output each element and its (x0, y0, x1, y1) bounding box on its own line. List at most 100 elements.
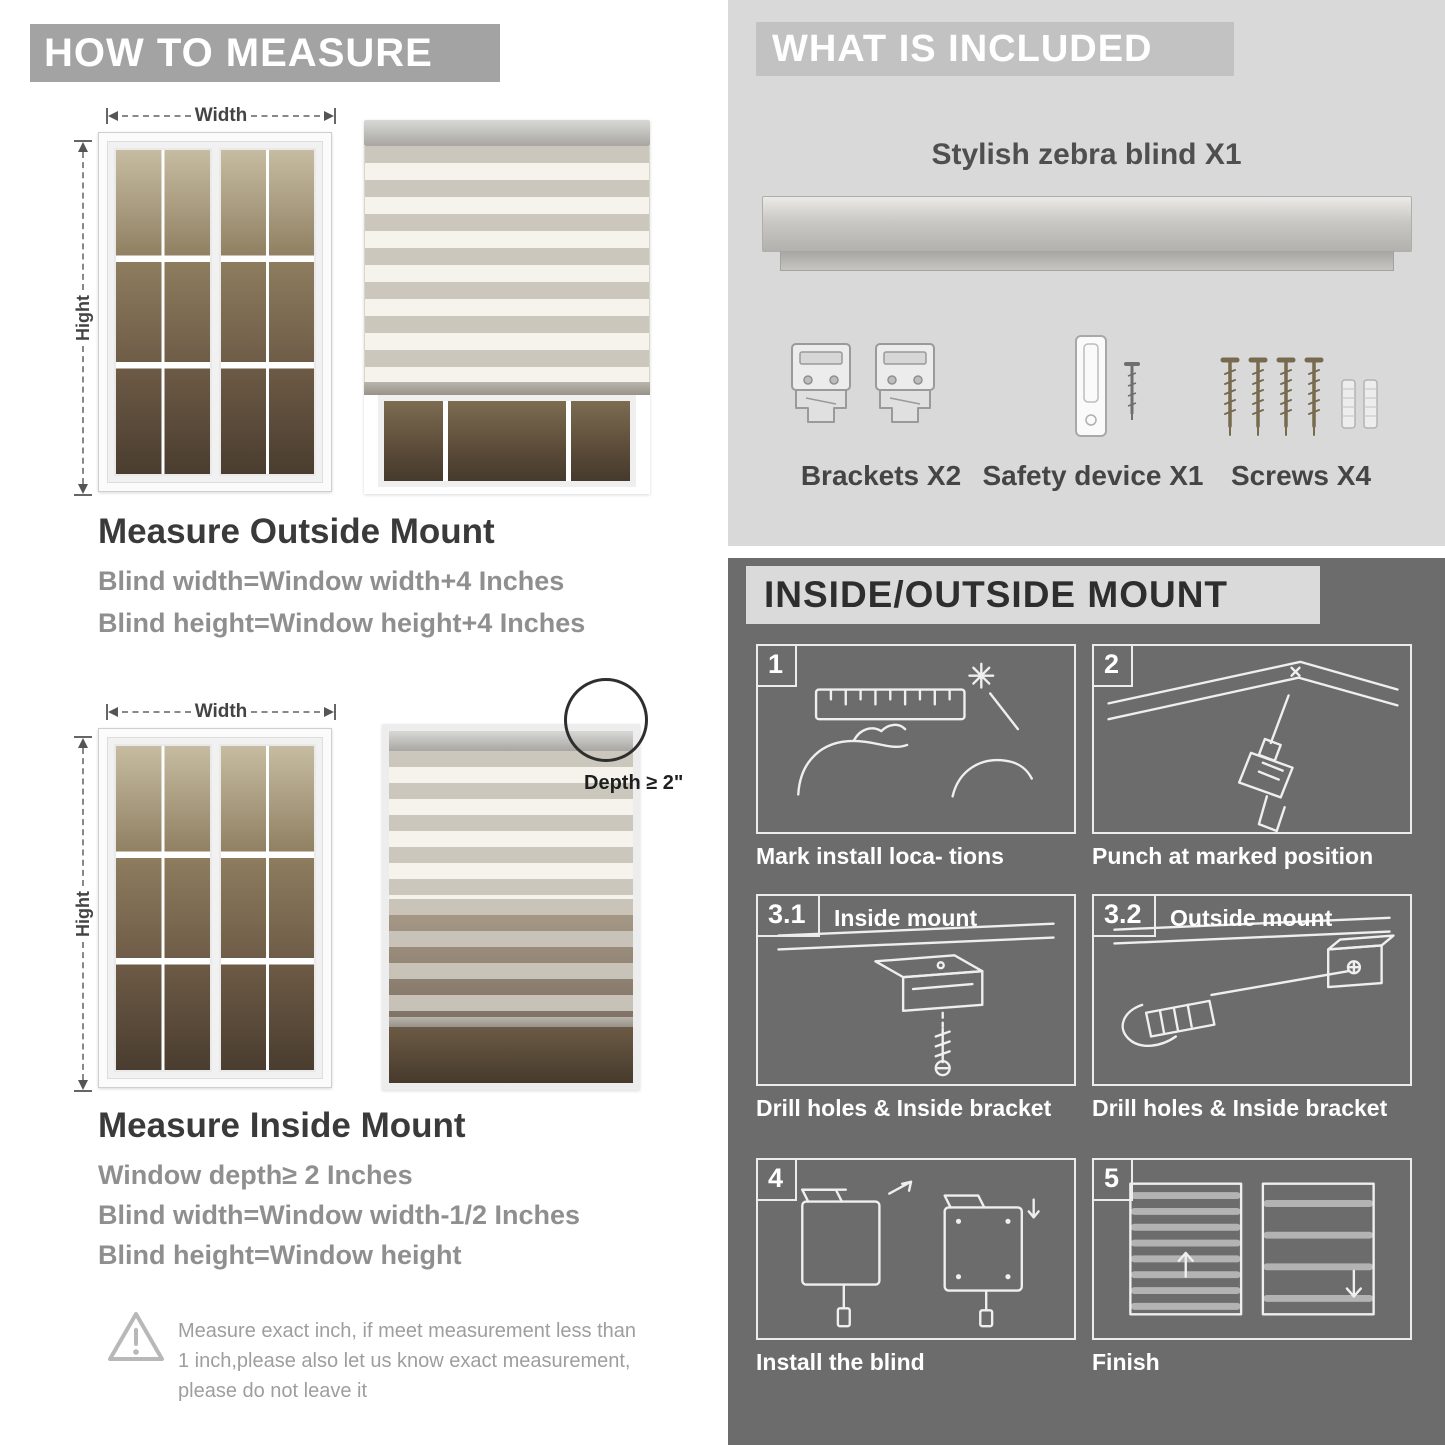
step-number: 3.2 (1094, 896, 1156, 937)
step-caption: Mark install loca- tions (756, 843, 1004, 869)
item-label-screws: Screws X4 (1230, 460, 1372, 491)
window-sash (114, 744, 212, 1072)
step1-illustration (797, 662, 1033, 798)
window-illustration-inside (98, 728, 332, 1088)
step-box-1: 1 (756, 644, 1076, 834)
step-caption: Install the blind (756, 1349, 925, 1375)
measure-outside-line-1: Blind width=Window width+4 Inches (98, 566, 565, 596)
arrow-down-icon (78, 1080, 88, 1091)
measure-inside-line-1: Window depth≥ 2 Inches (98, 1160, 413, 1190)
window-frame (107, 737, 323, 1079)
blind-bottom-rail (364, 382, 650, 395)
width-arrow-inside: Width (106, 701, 336, 722)
measure-outside-title: Measure Outside Mount (98, 512, 495, 551)
measure-inside-line-3: Blind height=Window height (98, 1240, 462, 1270)
step4-illustration (801, 1180, 1040, 1328)
step-caption: Finish (1092, 1349, 1160, 1375)
width-label: Width (194, 701, 248, 722)
width-label: Width (194, 105, 248, 126)
measure-outside-line-2: Blind height=Window height+4 Inches (98, 608, 586, 638)
anchors (1341, 379, 1378, 429)
height-label: Hight (72, 891, 93, 937)
window-sash (218, 148, 316, 476)
zebra-blind-outside-illustration (364, 120, 650, 494)
height-arrow-inside: Hight (72, 736, 93, 1092)
step-caption: Drill holes & Inside bracket (1092, 1095, 1388, 1121)
step-3-1: 3.1 Inside mount Drill holes & Inside br… (756, 894, 1076, 1122)
screws-illustration (1220, 357, 1378, 453)
step-1: 1 Mark install loca- tions (756, 644, 1076, 870)
blind-stripes (389, 751, 633, 899)
mount-header: INSIDE/OUTSIDE MOUNT (746, 566, 1320, 624)
step3-1-illustration (777, 922, 1055, 1077)
window-view (389, 1027, 633, 1083)
blind-stripes (364, 146, 650, 382)
step-caption: Drill holes & Inside bracket (756, 1095, 1052, 1121)
mount-panel: INSIDE/OUTSIDE MOUNT 1 Mark install loca… (728, 558, 1445, 1445)
step2-illustration (1107, 660, 1399, 832)
step-3-2: 3.2 Outside mount Drill holes & Inside b… (1092, 894, 1412, 1122)
arrow-up-icon (78, 142, 88, 152)
step-inline-label: Inside mount (834, 905, 978, 931)
arrow-dash (82, 748, 84, 887)
arrow-dash (122, 115, 191, 117)
what-is-included-header: WHAT IS INCLUDED (756, 22, 1234, 76)
step-number: 2 (1094, 646, 1134, 687)
step-box-2: 2 (1092, 644, 1412, 834)
blind-stripes-sheer (389, 899, 633, 1017)
step-box-3-1: 3.1 Inside mount (756, 894, 1076, 1086)
step3-2-illustration (1113, 916, 1395, 1047)
arrow-dash (82, 942, 84, 1081)
warning-icon (108, 1312, 164, 1361)
arrow-dash (122, 711, 191, 713)
brackets-illustration (791, 343, 935, 423)
headrail-lip (780, 251, 1394, 271)
step-5: 5 Finish (1092, 1158, 1412, 1376)
window-pane (384, 401, 507, 481)
measure-inside-line-2: Blind width=Window width-1/2 Inches (98, 1200, 581, 1230)
window-sash (114, 148, 212, 476)
step-number: 1 (758, 646, 798, 687)
what-is-included-panel: WHAT IS INCLUDED Stylish zebra blind X1 (728, 0, 1445, 546)
step-4: 4 Install the blind (756, 1158, 1076, 1376)
blind-bottom-rail (389, 1017, 633, 1027)
arrow-dash (82, 346, 84, 485)
window-illustration-outside (98, 132, 332, 492)
step-number: 5 (1094, 1160, 1134, 1201)
item-label-safety-device: Safety device X1 (982, 460, 1204, 491)
arrow-left-icon (108, 707, 118, 717)
window-pane (507, 401, 630, 481)
step-inline-label: Outside mount (1170, 905, 1333, 931)
window-sash (218, 744, 316, 1072)
blind-cassette (364, 120, 650, 146)
step-2: 2 Punch at marked position (1092, 644, 1412, 870)
arrow-dash (82, 152, 84, 291)
arrow-dash (251, 115, 320, 117)
headrail-illustration (762, 196, 1412, 252)
arrow-down-icon (78, 484, 88, 495)
depth-label: Depth ≥ 2" (584, 772, 684, 794)
height-arrow-outside: Hight (72, 140, 93, 496)
arrow-dash (251, 711, 320, 713)
item-label-brackets: Brackets X2 (800, 460, 962, 491)
width-arrow-outside: Width (106, 105, 336, 126)
window-below-blind (378, 395, 636, 487)
arrow-right-icon (324, 707, 334, 717)
measure-inside-title: Measure Inside Mount (98, 1106, 466, 1145)
arrow-left-icon (108, 111, 118, 121)
blind-product-label: Stylish zebra blind X1 (931, 138, 1242, 171)
arrow-up-icon (78, 738, 88, 748)
step5-illustration (1129, 1182, 1375, 1316)
step-caption: Punch at marked position (1092, 843, 1374, 869)
step-box-3-2: 3.2 Outside mount (1092, 894, 1412, 1086)
step-number: 4 (758, 1160, 798, 1201)
how-to-measure-header: HOW TO MEASURE (30, 24, 500, 82)
arrow-right-icon (324, 111, 334, 121)
warning-text: Measure exact inch, if meet measurement … (178, 1320, 636, 1402)
depth-callout-circle (564, 678, 648, 762)
step-number: 3.1 (758, 896, 820, 937)
step-box-4: 4 (756, 1158, 1076, 1340)
safety-device-illustration (1075, 335, 1140, 437)
height-label: Hight (72, 295, 93, 341)
window-frame (107, 141, 323, 483)
